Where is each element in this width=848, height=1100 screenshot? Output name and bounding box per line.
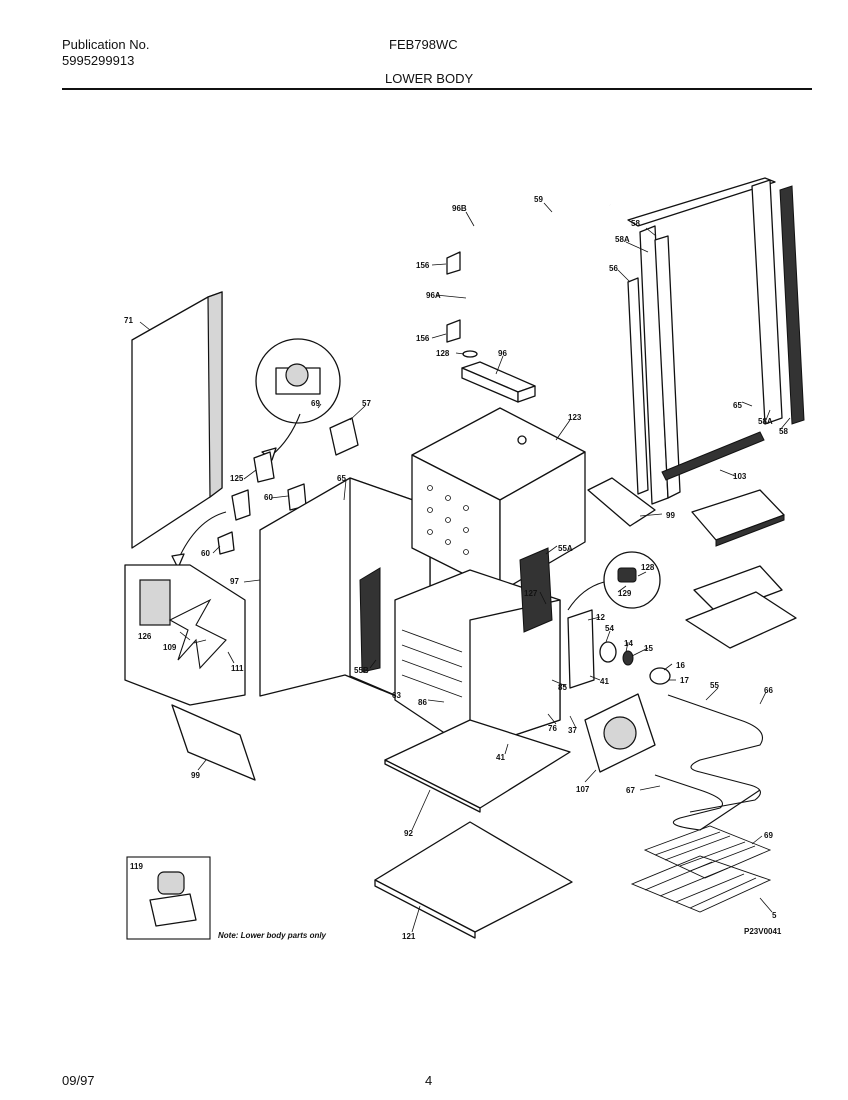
callout-109: 109 [163,643,177,652]
callout-99-a: 99 [191,771,200,780]
callout-60-a: 60 [264,493,273,502]
callout-85: 85 [558,683,567,692]
callout-107: 107 [576,785,590,794]
callout-127: 127 [524,589,538,598]
light-socket-detail [567,551,661,611]
side-panel-71 [131,291,223,549]
callout-5: 5 [772,911,777,920]
callout-41-b: 41 [496,753,505,762]
callout-99-b: 99 [666,511,675,520]
callout-16: 16 [676,661,685,670]
flue-pipe-96 [446,195,611,403]
callout-58-right: 58 [779,427,788,436]
callout-37: 37 [568,726,577,735]
publication-label: Publication No. [62,37,150,52]
callout-41-a: 41 [600,677,609,686]
callout-54: 54 [605,624,614,633]
callout-126: 126 [138,632,152,641]
callout-76: 76 [548,724,557,733]
callout-65-b: 65 [733,401,742,410]
top-duct-box-123 [411,407,586,593]
model-number: FEB798WC [389,37,458,52]
oven-racks [630,825,772,913]
callout-125: 125 [230,474,244,483]
callout-129: 129 [618,589,632,598]
small-brackets [171,451,307,569]
callout-66: 66 [764,686,773,695]
callout-67: 67 [626,786,635,795]
door-frame-58 [627,177,805,505]
callout-97: 97 [230,577,239,586]
convection-fan-detail [124,564,246,706]
panel-99-left [171,704,256,781]
leader-lines [179,202,791,933]
page-number: 4 [425,1073,433,1088]
callout-69-b: 69 [764,831,773,840]
drawing-code: P23V0041 [744,927,782,936]
lower-body-note: Note: Lower body parts only [218,931,327,940]
callout-55b: 55B [354,666,369,675]
callout-96: 96 [498,349,507,358]
footer-date: 09/97 [62,1073,95,1088]
callout-63: 63 [392,691,401,700]
callout-156-b: 156 [416,334,430,343]
publication-number: 5995299913 [62,53,135,68]
callout-15: 15 [644,644,653,653]
header-rule [62,88,812,90]
callout-55: 55 [710,681,719,690]
callout-59: 59 [534,195,543,204]
panel-99-right [587,477,656,527]
callout-128-b: 128 [641,563,655,572]
callout-55a: 55A [558,544,573,553]
callout-86: 86 [418,698,427,707]
callout-96a: 96A [426,291,441,300]
section-title: LOWER BODY [385,71,474,86]
callout-71: 71 [124,316,133,325]
base-121 [374,821,573,939]
broil-pan-grid [685,489,797,649]
callout-119: 119 [130,862,143,871]
callout-58a-right: 58A [758,417,773,426]
callout-17: 17 [680,676,689,685]
bottom-panel-92 [384,719,571,813]
inset-119 [126,856,211,940]
fan-cover-107 [584,693,656,773]
callout-60-b: 60 [201,549,210,558]
callout-65-a: 65 [337,474,346,483]
oven-cavity-63 [394,547,561,751]
callout-92: 92 [404,829,413,838]
heating-elements [654,694,764,831]
callout-128-a: 128 [436,349,450,358]
callout-58a-top: 58A [615,235,630,244]
callout-69: 69 [311,399,320,408]
callout-96b: 96B [452,204,467,213]
callout-111: 111 [231,664,244,673]
fan-assembly [567,609,671,689]
callout-57: 57 [362,399,371,408]
callout-58-top: 58 [631,219,640,228]
callout-56: 56 [609,264,618,273]
callout-103: 103 [733,472,747,481]
callout-156-a: 156 [416,261,430,270]
bracket-57 [329,417,359,456]
callout-123: 123 [568,413,582,422]
callout-12: 12 [596,613,605,622]
motor-detail-69 [255,338,341,461]
callout-121: 121 [402,932,416,941]
callout-14: 14 [624,639,633,648]
